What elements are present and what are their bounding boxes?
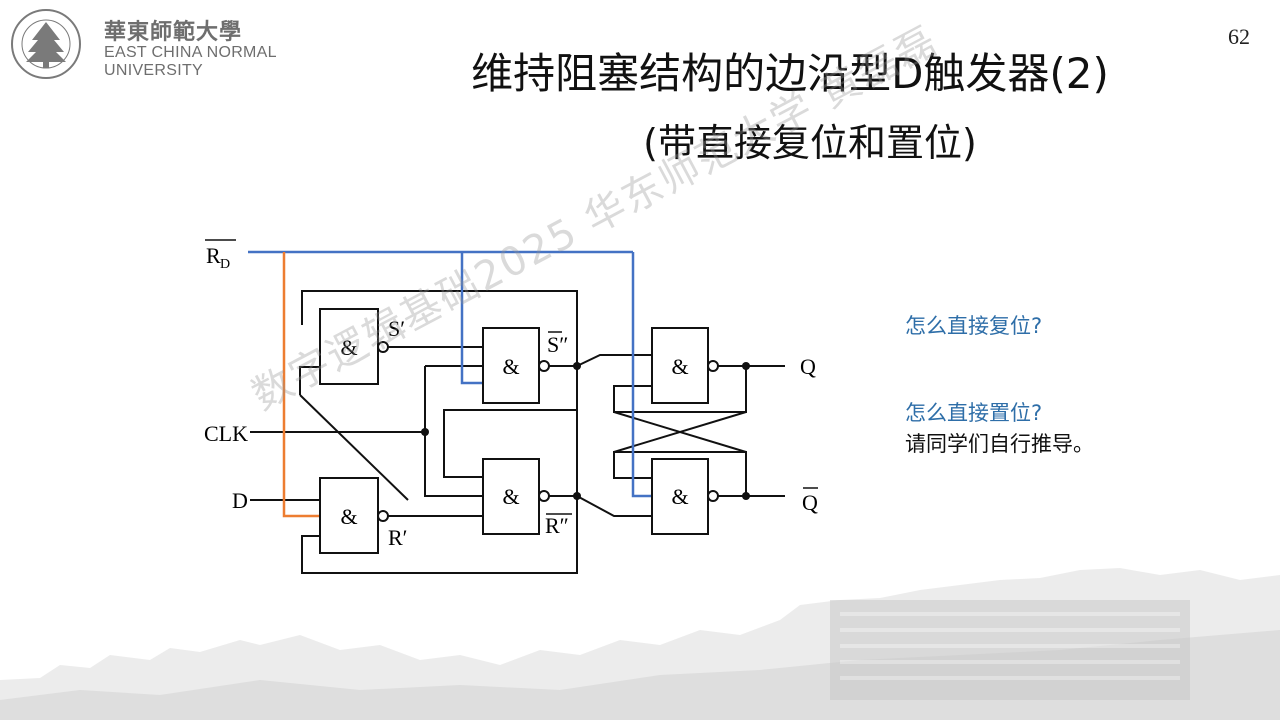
s2-label: S″: [547, 331, 568, 357]
gate-g6-symbol: &: [671, 484, 688, 509]
logo-chinese-name: 華東師範大學: [104, 19, 243, 45]
gate-g2: &: [319, 477, 389, 554]
s2-label-text: S″: [547, 332, 568, 357]
s1-label: S′: [388, 316, 405, 341]
rd-label-sub: D: [220, 257, 230, 272]
gate-g3: &: [482, 327, 550, 404]
slide-title: 维持阻塞结构的边沿型D触发器(2): [471, 49, 1109, 98]
logo-english-line1: EAST CHINA NORMAL: [104, 44, 277, 61]
gate-g5: &: [651, 327, 719, 404]
r1-label: R′: [388, 525, 408, 550]
r2-label-text: R″: [545, 513, 569, 538]
rd-label: R D: [205, 239, 236, 272]
gate-g4: &: [482, 458, 550, 535]
logo-english-line2: UNIVERSITY: [104, 62, 204, 79]
reset-signal-line: [248, 250, 652, 498]
page-number: 62: [1228, 24, 1250, 49]
gate-g5-symbol: &: [671, 354, 688, 379]
gate-g3-symbol: &: [502, 354, 519, 379]
clk-label: CLK: [204, 421, 248, 446]
rd-label-text: R: [206, 243, 221, 268]
gate-g1: &: [319, 308, 389, 385]
d-label: D: [232, 488, 248, 513]
gate-g4-symbol: &: [502, 484, 519, 509]
circuit-wires: [250, 290, 785, 574]
university-emblem-icon: [11, 9, 81, 79]
gate-g2-symbol: &: [340, 504, 357, 529]
set-signal-line: [282, 252, 320, 518]
qbar-output-label: Q: [802, 487, 818, 515]
r2-label: R″: [545, 513, 572, 538]
q-output-label: Q: [800, 354, 816, 379]
gate-g6: &: [651, 458, 719, 535]
junction-dots: [421, 362, 750, 500]
instruction-derive: 请同学们自行推导。: [905, 432, 1094, 456]
question-set: 怎么直接置位?: [905, 401, 1043, 425]
qbar-label-text: Q: [802, 490, 818, 515]
slide-subtitle: (带直接复位和置位): [643, 121, 977, 165]
university-logo: 華東師範大學 EAST CHINA NORMAL UNIVERSITY: [8, 6, 298, 82]
question-reset: 怎么直接复位?: [905, 314, 1043, 338]
gate-g1-symbol: &: [340, 335, 357, 360]
